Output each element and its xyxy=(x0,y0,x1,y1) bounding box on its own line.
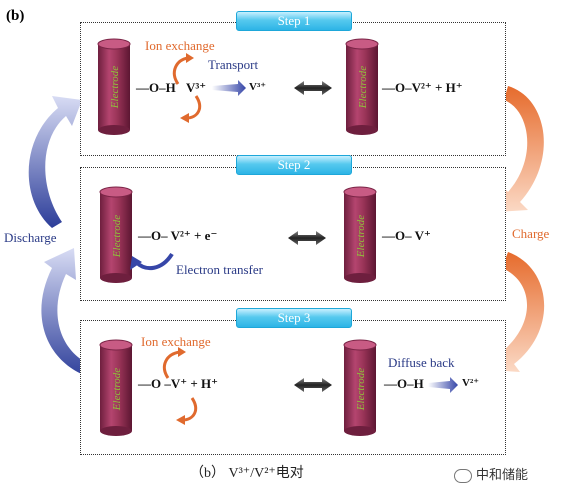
electrode-cylinder: Electrode xyxy=(343,186,377,283)
svg-text:Electrode: Electrode xyxy=(357,66,369,109)
ion-exchange-arrows xyxy=(163,347,198,425)
step1-ion: V³⁺ xyxy=(186,80,207,95)
charge-arrow-lower xyxy=(490,252,545,372)
electron-transfer-arrow xyxy=(130,252,174,271)
step1-product: —O–V²⁺ + H⁺ xyxy=(382,80,463,95)
electron-transfer-label: Electron transfer xyxy=(176,262,263,277)
step3-ion: V²⁺ xyxy=(462,377,480,389)
ion-exchange-arrows xyxy=(172,53,202,123)
watermark: 中和储能 xyxy=(454,464,528,483)
electrode-cylinder: Electrode xyxy=(99,186,133,283)
diffuse-back-arrow xyxy=(428,377,458,393)
svg-text:Electrode: Electrode xyxy=(111,368,123,411)
step2-product: —O– V⁺ xyxy=(382,228,431,243)
step2-reactant: —O– V²⁺ + e⁻ xyxy=(138,228,218,243)
ion-exchange-label: Ion exchange xyxy=(141,334,211,349)
electrode-cylinder: Electrode xyxy=(343,339,377,436)
figure-label: (b) xyxy=(6,8,25,24)
step1-panel xyxy=(80,22,506,156)
equilibrium-arrow xyxy=(294,378,332,392)
step1-ion-transport: V³⁺ xyxy=(249,81,267,93)
transport-arrow xyxy=(212,80,246,96)
svg-text:Electrode: Electrode xyxy=(111,215,123,258)
step3-reactant: —O –V⁺ + H⁺ xyxy=(138,376,218,391)
step3-surface-group: —O–H xyxy=(384,376,424,391)
step3-tag: Step 3 xyxy=(236,308,352,328)
figure-caption: （b） V³⁺/V²⁺电对 xyxy=(190,466,304,481)
step2-tag: Step 2 xyxy=(236,155,352,175)
svg-text:Electrode: Electrode xyxy=(355,215,367,258)
svg-text:Electrode: Electrode xyxy=(355,368,367,411)
chat-bubble-icon xyxy=(454,468,472,483)
step1-tag: Step 1 xyxy=(236,11,352,31)
equilibrium-arrow xyxy=(288,231,326,245)
discharge-arrow-upper xyxy=(28,96,82,228)
electrode-cylinder: Electrode xyxy=(99,339,133,436)
discharge-arrow-lower xyxy=(41,248,102,380)
watermark-text: 中和储能 xyxy=(476,468,529,483)
electrode-cylinder: Electrode xyxy=(97,38,131,135)
step1-surface-group: —O–H xyxy=(136,80,176,95)
charge-arrow-upper xyxy=(496,86,544,212)
ion-exchange-label: Ion exchange xyxy=(145,38,215,53)
charge-label: Charge xyxy=(512,226,550,241)
electrode-cylinder: Electrode xyxy=(345,38,379,135)
svg-text:Electrode: Electrode xyxy=(109,66,121,109)
step2-panel xyxy=(80,167,506,301)
diffuse-back-label: Diffuse back xyxy=(388,355,455,370)
transport-label: Transport xyxy=(208,57,259,72)
equilibrium-arrow xyxy=(294,81,332,95)
discharge-label: Discharge xyxy=(4,230,57,245)
